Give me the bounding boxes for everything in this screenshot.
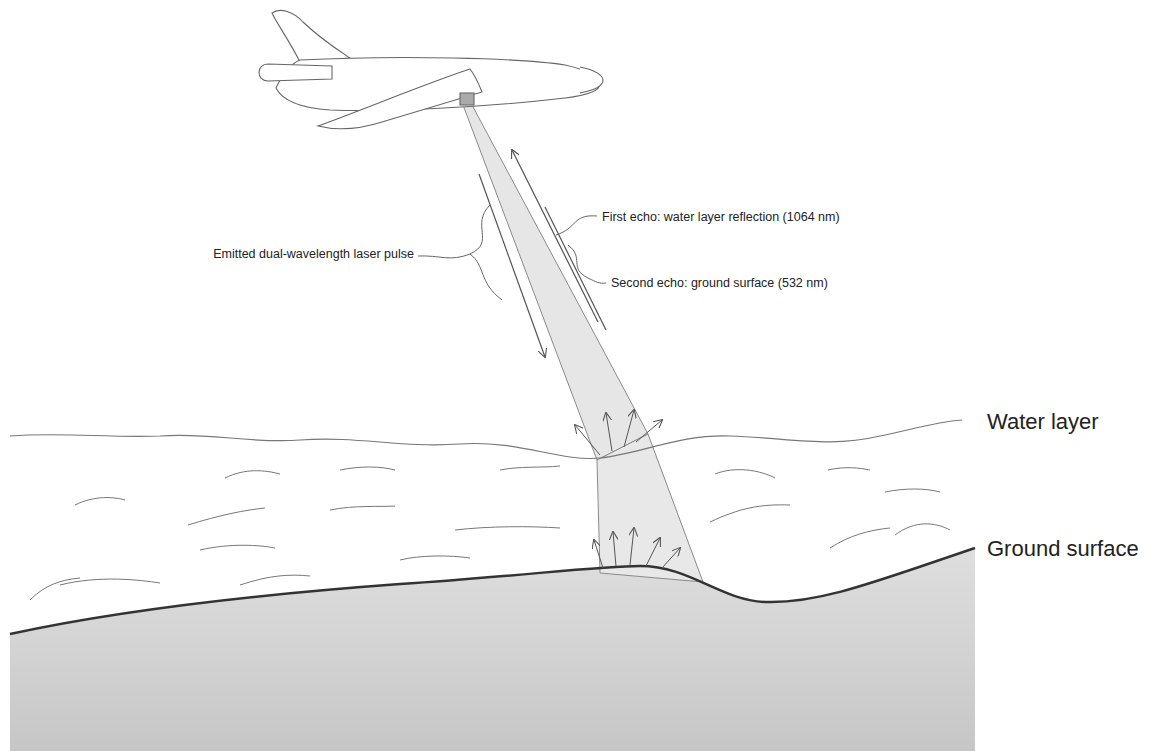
echo-label: Second echo: ground surface (532 nm) (611, 276, 828, 291)
echo-arrow-second (545, 207, 606, 330)
ground-surface-line (10, 548, 975, 634)
layer-label: Water layer (987, 409, 1099, 435)
water-ripples (30, 466, 950, 600)
ground-reflection-arrows (594, 528, 680, 568)
water-reflection-arrows (575, 410, 662, 455)
lidar-sensor (460, 93, 474, 105)
water-surface-line (10, 420, 962, 458)
echo-label: First echo: water layer reflection (1064… (602, 210, 840, 225)
ground-fill (10, 548, 975, 751)
airplane (259, 10, 603, 128)
echo-arrow (512, 150, 598, 322)
pulse-label: Emitted dual-wavelength laser pulse (213, 247, 414, 262)
echo-leader-brace (556, 216, 606, 283)
emitted-leader-brace (418, 205, 502, 300)
layer-label: Ground surface (987, 536, 1139, 562)
emitted-pulse-arrow (479, 174, 545, 357)
